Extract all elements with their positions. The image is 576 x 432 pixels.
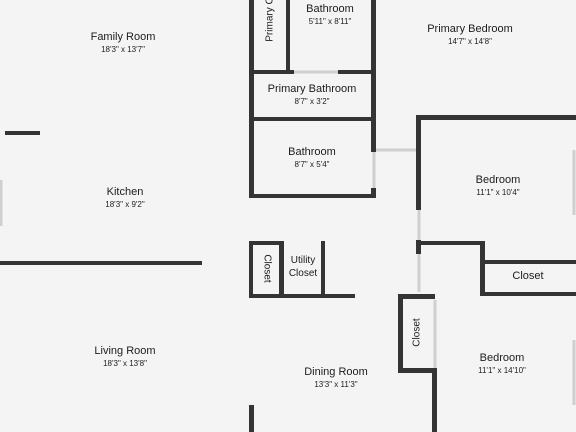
room-name: Bathroom — [306, 3, 354, 15]
wall-bath-east-lower — [371, 188, 376, 198]
wall-bed2-north — [480, 292, 576, 296]
room-dims: 14'7" x 14'8" — [448, 37, 492, 46]
room-label-utility-closet: Utility Closet — [284, 254, 322, 280]
room-name: Family Room — [90, 31, 156, 43]
wall-closet3-west — [398, 294, 403, 372]
wall-bath-west — [249, 0, 254, 198]
room-dims: 8'7" x 3'2" — [294, 97, 330, 106]
wall-closet-north — [249, 241, 283, 245]
wall-closet-west — [249, 241, 253, 298]
wall-bed1-west-upper — [416, 115, 421, 210]
room-name: Kitchen — [106, 186, 144, 198]
wall-closet-divider — [286, 0, 290, 72]
wall-prim-bath-south — [249, 117, 375, 121]
room-label-small-bathroom: Bathroom 5'11" x 8'11" — [290, 3, 370, 27]
wall-bed2-west — [432, 368, 437, 432]
room-label-closet-3: Closet — [411, 318, 423, 347]
room-label-bathroom: Bathroom 8'7" x 5'4" — [253, 146, 371, 170]
room-label-dining-room: Dining Room 13'3" x 11'3" — [276, 366, 396, 390]
room-name-line1: Utility — [290, 255, 316, 266]
room-dims: 11'1" x 10'4" — [476, 188, 520, 197]
room-dims: 11'1" x 14'10" — [478, 366, 526, 375]
wall-kitchen-living — [0, 261, 202, 265]
wall-closet3-south — [398, 368, 435, 373]
room-label-closet-2: Closet — [261, 254, 273, 283]
wall-utility-east — [321, 241, 325, 298]
wall-closet3-north — [398, 294, 435, 299]
room-dims: 18'3" x 13'7" — [101, 45, 145, 54]
room-dims: 8'7" x 5'4" — [294, 160, 330, 169]
wall-bed1-north — [416, 115, 576, 120]
room-name: Closet — [512, 270, 544, 282]
room-name: Dining Room — [304, 366, 368, 378]
room-name: Primary Bedroom — [427, 23, 513, 35]
room-label-primary-bedroom: Primary Bedroom 14'7" x 14'8" — [400, 23, 540, 47]
room-name-line2: Closet — [288, 268, 318, 279]
wall-utility-south — [249, 294, 355, 298]
room-label-kitchen: Kitchen 18'3" x 9'2" — [65, 186, 185, 210]
room-label-living-room: Living Room 18'3" x 13'8" — [65, 345, 185, 369]
wall-bath-east-upper — [371, 0, 376, 152]
wall-closet-n — [419, 241, 484, 245]
room-label-closet-1: Closet — [498, 270, 558, 283]
wall-dining-west — [249, 405, 254, 432]
room-label-family-room: Family Room 18'3" x 13'7" — [63, 31, 183, 55]
room-dims: 18'3" x 13'8" — [103, 359, 147, 368]
wall-closet-south — [249, 70, 294, 74]
room-label-bedroom-1: Bedroom 11'1" x 10'4" — [448, 174, 548, 198]
room-label-bedroom-2: Bedroom 11'1" x 14'10" — [452, 352, 552, 376]
room-dims: 18'3" x 9'2" — [105, 200, 145, 209]
room-label-primary-closet: Primary C — [264, 0, 276, 42]
wall-bath-south — [249, 194, 375, 198]
wall-closet-top — [485, 260, 576, 264]
room-name: Bathroom — [288, 146, 336, 158]
room-label-primary-bathroom: Primary Bathroom 8'7" x 3'2" — [253, 83, 371, 107]
wall-closet-east — [279, 241, 284, 298]
wall-prim-bath-north — [338, 70, 376, 74]
wall-bed1-west-lower — [416, 240, 421, 254]
wall-family-stub — [5, 131, 40, 135]
room-name: Primary Bathroom — [267, 83, 357, 95]
room-dims: 5'11" x 8'11" — [308, 17, 352, 26]
wall-closet-w — [480, 241, 485, 296]
room-name: Living Room — [94, 345, 156, 357]
room-dims: 13'3" x 11'3" — [314, 380, 358, 389]
windows — [0, 70, 576, 405]
room-name: Bedroom — [479, 352, 525, 364]
room-name: Bedroom — [475, 174, 521, 186]
